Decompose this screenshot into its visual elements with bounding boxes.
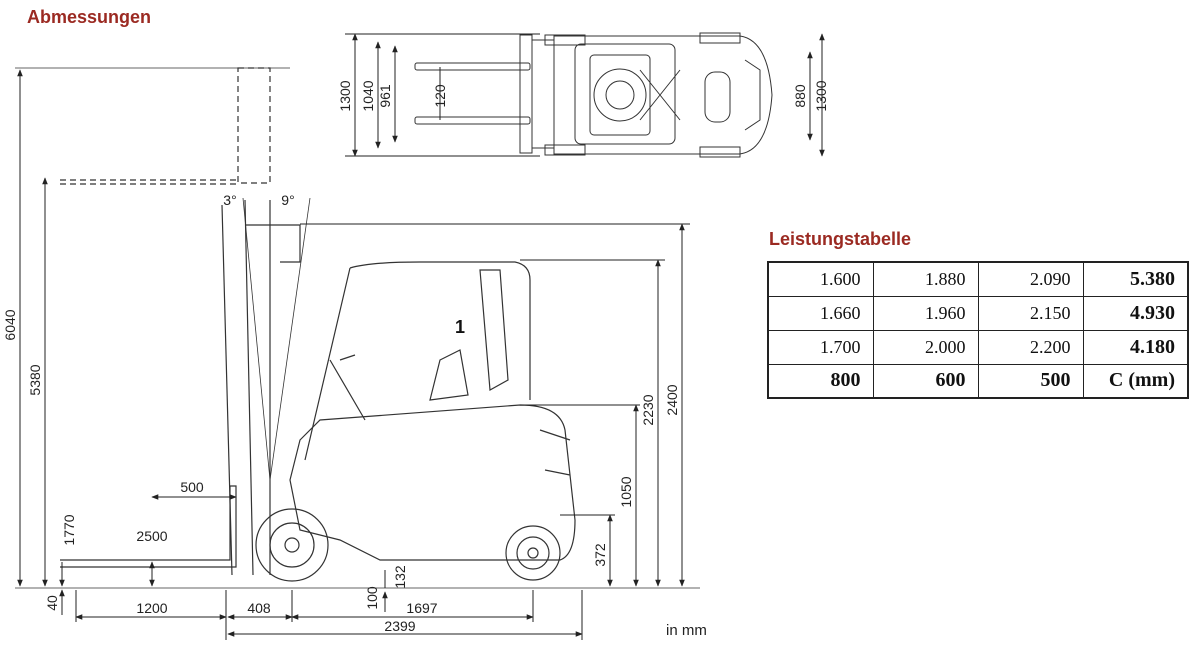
table-row: 1.660 1.960 2.150 4.930 (767, 295, 1189, 331)
label-operator-position: 1 (455, 317, 465, 337)
side-view (15, 67, 700, 589)
dim-1040: 1040 (360, 80, 376, 111)
dim-1050: 1050 (618, 476, 634, 507)
table-cell: 2.000 (872, 329, 979, 365)
table-row: 1.600 1.880 2.090 5.380 (767, 261, 1189, 297)
table-cell: 5.380 (1082, 261, 1189, 297)
dim-1770: 1770 (61, 514, 77, 545)
angle-tilt-backward: 9° (281, 192, 294, 208)
performance-table: 1.600 1.880 2.090 5.380 1.660 1.960 2.15… (767, 261, 1189, 399)
dim-2399: 2399 (384, 618, 415, 634)
table-cell: 800 (767, 363, 874, 399)
table-row: 1.700 2.000 2.200 4.180 (767, 329, 1189, 365)
dim-372: 372 (592, 543, 608, 567)
table-row: 800 600 500 C (mm) (767, 363, 1189, 399)
table-cell: 4.180 (1082, 329, 1189, 365)
dim-132: 132 (392, 565, 408, 589)
dim-500: 500 (180, 479, 204, 495)
dim-6040: 6040 (2, 309, 18, 340)
table-cell: 500 (977, 363, 1084, 399)
table-cell: 1.960 (872, 295, 979, 331)
dim-100: 100 (364, 586, 380, 610)
dim-width-1300-right: 1300 (813, 80, 829, 111)
side-view-dimension-labels: 6040 5380 1770 40 2230 2400 1050 372 132… (2, 309, 680, 634)
table-cell: 1.880 (872, 261, 979, 297)
dim-2230: 2230 (640, 394, 656, 425)
dim-120: 120 (432, 84, 448, 108)
dim-2500: 2500 (136, 528, 167, 544)
table-cell: 2.200 (977, 329, 1084, 365)
dim-408: 408 (247, 600, 271, 616)
heading-dimensions: Abmessungen (27, 7, 152, 27)
table-cell: C (mm) (1082, 363, 1189, 399)
top-view-dimensions (345, 33, 825, 157)
table-cell: 4.930 (1082, 295, 1189, 331)
table-cell: 2.150 (977, 295, 1084, 331)
dim-40: 40 (44, 595, 60, 611)
dim-880: 880 (792, 84, 808, 108)
table-cell: 1.600 (767, 261, 874, 297)
dim-2400: 2400 (664, 384, 680, 415)
top-view-dimension-labels: 1300 1040 961 120 880 1300 (337, 80, 829, 111)
dim-5380: 5380 (27, 364, 43, 395)
dim-961: 961 (377, 84, 393, 108)
dim-1697: 1697 (406, 600, 437, 616)
top-view (414, 32, 773, 158)
table-cell: 600 (872, 363, 979, 399)
heading-performance: Leistungstabelle (769, 229, 912, 249)
table-cell: 1.700 (767, 329, 874, 365)
table-cell: 1.660 (767, 295, 874, 331)
dim-1200: 1200 (136, 600, 167, 616)
dim-width-1300-left: 1300 (337, 80, 353, 111)
table-cell: 2.090 (977, 261, 1084, 297)
angle-tilt-forward: 3° (223, 192, 236, 208)
unit-note: in mm (666, 622, 707, 639)
side-view-dimensions (17, 69, 690, 640)
